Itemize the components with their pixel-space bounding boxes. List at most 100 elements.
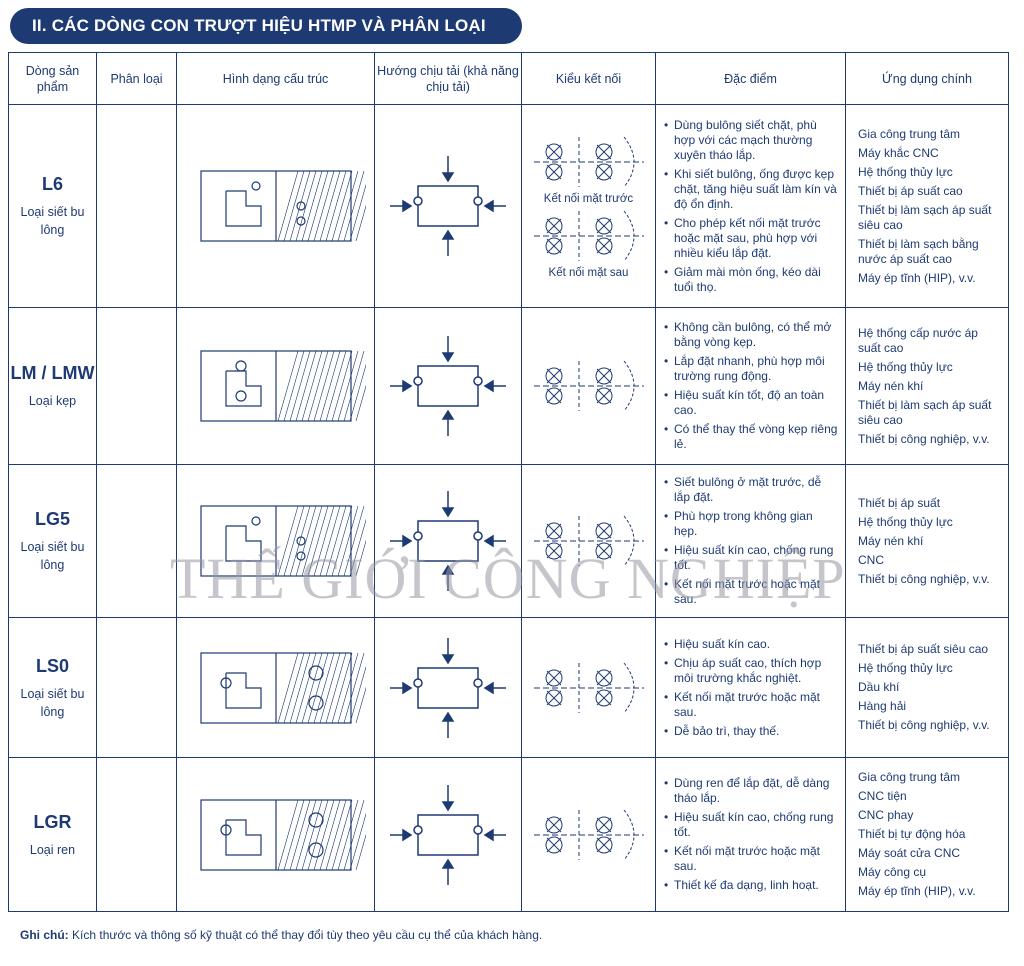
application-item: Máy công cụ [858,865,927,879]
load-direction-diagram [390,156,506,256]
classification-cell [96,757,177,912]
feature-item: Kết nối mặt trước hoặc mặt sau. [664,577,839,607]
classification-cell [96,617,177,758]
application-item: Máy soát cửa CNC [858,846,961,860]
load-cell [374,617,522,758]
product-type: Loại siết bu lông [20,205,85,237]
feature-item: Kết nối mặt trước hoặc mặt sau. [664,844,839,874]
feature-item: Khi siết bulông, ống được kẹp chặt, tăng… [664,167,839,212]
note-text: Kích thước và thông số kỹ thuật có thể t… [72,928,543,942]
connection-cell [521,617,656,758]
application-item: Máy khắc CNC [858,145,939,160]
footnote: Ghi chú: Kích thước và thông số kỹ thuật… [20,928,542,942]
feature-item: Chịu áp suất cao, thích hợp môi trường k… [664,656,839,686]
structure-cell [176,104,375,308]
table-row: LGR Loại ren Dùng ren để lắp đặt, dễ dàng … [8,757,1009,912]
product-cell: LGR Loại ren [8,757,97,912]
connection-diagram [533,809,644,860]
feature-item: Kết nối mặt trước hoặc mặt sau. [664,690,839,720]
feature-item: Hiệu suất kín tốt, độ an toàn cao. [664,388,839,418]
structure-drawing [199,350,366,422]
feature-item: Dùng ren để lắp đặt, dễ dàng tháo lắp. [664,776,839,806]
application-item: Thiết bị áp suất cao [858,183,963,198]
load-direction-diagram [390,784,506,885]
application-item: Hệ thống thủy lực [858,514,953,529]
product-type: Loại siết bu lông [20,540,85,572]
structure-cell [176,307,375,465]
table-header-row: Dòng sản phẩm Phân loại Hình dạng cấu tr… [8,52,1009,105]
application-item: Gia công trung tâm [858,126,961,141]
connection-cell [521,757,656,912]
structure-drawing [199,651,366,724]
product-type: Loại kẹp [28,394,77,408]
load-direction-diagram [390,491,506,591]
product-code: LGR [33,811,72,832]
product-code: L6 [41,174,63,194]
load-cell [374,307,522,465]
application-item: Thiết bị áp suất siêu cao [858,642,989,656]
feature-item: Cho phép kết nối mặt trước hoặc mặt sau,… [664,216,839,261]
feature-item: Giảm mài mòn ống, kéo dài tuổi thọ. [664,265,839,295]
feature-item: Không cần bulông, có thể mở bằng vòng kẹ… [664,320,839,350]
feature-item: Phù hợp trong không gian hẹp. [664,509,839,539]
product-type: Loại ren [29,842,76,857]
product-code: LG5 [34,509,70,529]
features-cell: Dùng bulông siết chặt, phù hợp với các m… [655,104,846,308]
connection-diagram [533,360,644,412]
application-item: Thiết bị tự động hóa [858,827,966,841]
applications-cell: Hệ thống cấp nước áp suất cao Hệ thống th… [845,307,1009,465]
header-features: Đặc điểm [655,52,846,105]
application-item: Máy ép tĩnh (HIP), v.v. [858,270,976,285]
classification-cell [96,104,177,308]
feature-item: Thiết kế đa dạng, linh hoạt. [664,878,839,893]
header-connection: Kiểu kết nối [521,52,656,105]
note-label: Ghi chú: [20,928,69,942]
load-cell [374,104,522,308]
application-item: Dầu khí [858,680,900,694]
structure-cell [176,757,375,912]
header-classification: Phân loại [96,52,177,105]
header-structure: Hình dạng cấu trúc [176,52,375,105]
product-code: LS0 [35,655,69,676]
application-item: Máy nén khí [858,533,924,548]
application-item: Thiết bị áp suất [858,495,941,510]
features-cell: Hiệu suất kín cao.Chịu áp suất cao, thíc… [655,617,846,758]
load-cell [374,464,522,618]
applications-cell: Thiết bị áp suất siêu cao Hệ thống thủy l… [845,617,1009,758]
application-item: Hệ thống thủy lực [858,661,953,675]
connection-cell [521,464,656,618]
feature-item: Dùng bulông siết chặt, phù hợp với các m… [664,118,839,163]
application-item: Hệ thống thủy lực [858,359,953,374]
classification-cell [96,464,177,618]
product-table: Dòng sản phẩm Phân loại Hình dạng cấu tr… [8,52,1009,912]
structure-cell [176,617,375,758]
application-item: CNC [858,552,884,567]
connection-diagram [533,515,644,567]
connection-diagram [533,136,644,188]
section-title: II. CÁC DÒNG CON TRƯỢT HIỆU HTMP VÀ PHÂN… [32,16,486,35]
load-direction-diagram [390,637,506,738]
features-cell: Siết bulông ở mặt trước, dễ lắp đặt.Phù … [655,464,846,618]
application-item: Gia công trung tâm [858,770,961,784]
application-item: Hệ thống cấp nước áp suất cao [858,325,978,355]
connection-label: Kết nối mặt sau [548,267,629,279]
feature-item: Hiệu suất kín cao, chống rung tốt. [664,543,839,573]
header-product-line: Dòng sản phẩm [8,52,97,105]
connection-diagram [533,662,644,713]
application-item: Hệ thống thủy lực [858,164,953,179]
application-item: Thiết bị làm sạch bằng nước áp suất cao [858,236,979,266]
feature-item: Hiệu suất kín cao, chống rung tốt. [664,810,839,840]
feature-item: Dễ bảo trì, thay thế. [664,724,839,739]
application-item: Thiết bị công nghiệp, v.v. [858,431,990,446]
structure-drawing [199,798,366,871]
